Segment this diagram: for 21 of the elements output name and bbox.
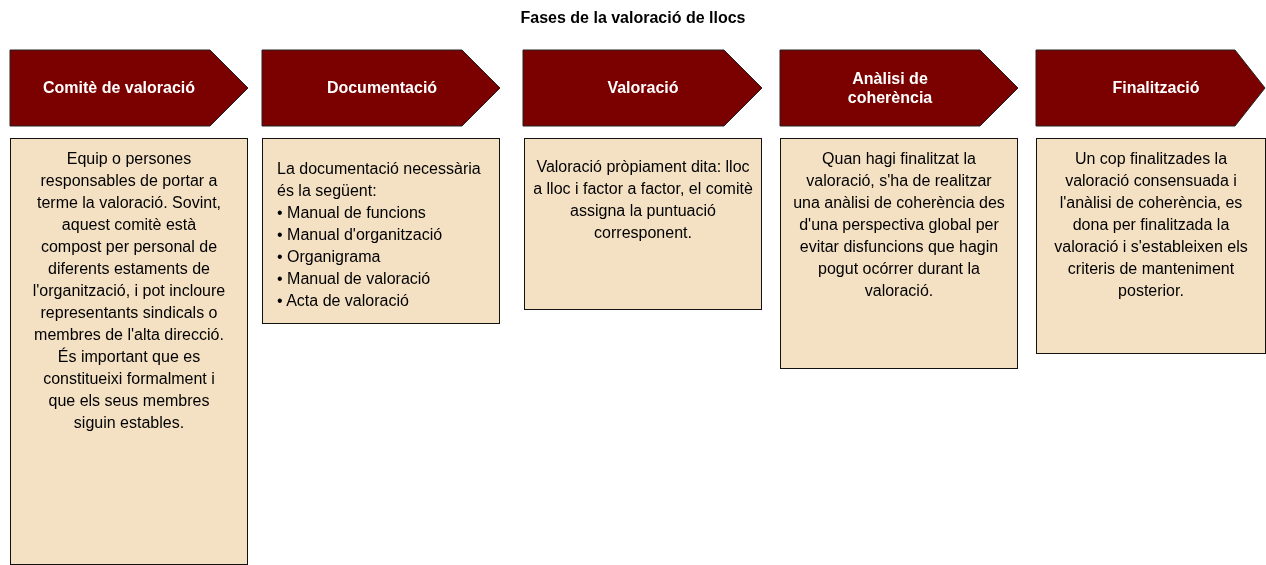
phase-title: Valoració [607, 78, 679, 98]
description-text: La documentació necessària és la següent: [277, 159, 482, 201]
phase-title: Anàlisi de coherència [846, 68, 934, 108]
diagram-title: Fases de la valoració de llocs [519, 9, 747, 27]
phase-title: Finalització [1112, 78, 1200, 98]
phase-title: Documentació [326, 78, 438, 98]
description-text: • Acta de valoració [277, 291, 410, 311]
description-text: Equip o persones responsables de portar a terme la valoració. Sovint, aquest comitè està compost per personal de diferents estaments de l'organització, i pot incloure representants sindicals o membres de l'alta direcció. És important que es constitueixi formalment i que els seus membres siguin estables. [31, 149, 227, 433]
description-text: • Manual de valoració [277, 269, 432, 289]
description-text: • Manual de funcions [277, 203, 427, 223]
description-box [262, 138, 500, 324]
description-box [1036, 138, 1266, 354]
description-text: • Manual d'organització [277, 225, 444, 245]
description-text: Quan hagi finalitzat la valoració, s'ha de realitzar una anàlisi de coherència des d'una perspectiva global per evitar disfuncions que hagin pogut ocórrer durant la valoració. [792, 149, 1006, 301]
description-box [524, 138, 762, 310]
description-box [10, 138, 248, 565]
description-text: Valoració pròpiament dita: lloc a lloc i factor a factor, el comitè assigna la puntuació corresponent. [533, 157, 753, 243]
description-text: Un cop finalitzades la valoració consensuada i l'anàlisi de coherència, es dona per finalitzada la valoració i s'estableixen els criteris de manteniment posterior. [1053, 149, 1249, 301]
description-box [780, 138, 1018, 369]
phase-title: Comitè de valoració [42, 78, 195, 98]
description-text: • Organigrama [277, 247, 382, 267]
